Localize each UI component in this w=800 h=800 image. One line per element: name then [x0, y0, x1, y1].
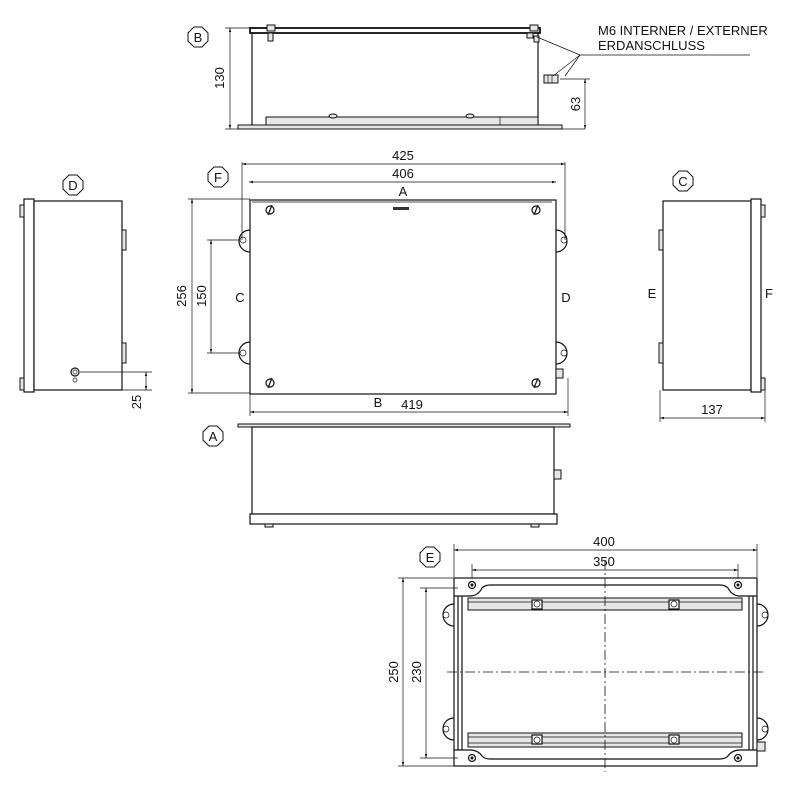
brand-logo [393, 207, 409, 210]
view-b-label: B [187, 26, 209, 48]
side-letter-b: B [374, 395, 383, 410]
svg-text:C: C [678, 174, 687, 189]
view-e-label: E [419, 546, 441, 568]
view-d: D 25 [19, 174, 152, 409]
dim-130: 130 [212, 67, 227, 89]
view-c: C E F 137 [648, 170, 773, 422]
dim-406: 406 [392, 166, 414, 181]
view-c-label: C [672, 170, 694, 192]
side-letter-d: D [561, 290, 570, 305]
dim-425: 425 [392, 148, 414, 163]
dim-419: 419 [401, 397, 423, 412]
side-letter-c: C [235, 290, 244, 305]
dim-256: 256 [174, 285, 189, 307]
view-a: A [202, 423, 571, 528]
view-a-label: A [202, 425, 224, 447]
view-f-label: F [207, 166, 229, 188]
dim-250: 250 [386, 661, 401, 683]
dim-25: 25 [129, 395, 144, 409]
screw-icon [531, 204, 541, 216]
screw-icon [265, 204, 275, 216]
view-e: E 400 350 [386, 534, 769, 772]
side-letter-f: F [765, 286, 773, 301]
view-d-label: D [62, 174, 84, 196]
view-f: F 425 406 A C D [174, 148, 571, 416]
annotation-line1: M6 INTERNER / EXTERNER [598, 23, 768, 38]
side-letter-e: E [648, 286, 657, 301]
dim-150: 150 [194, 285, 209, 307]
dim-400: 400 [593, 534, 615, 549]
dim-63: 63 [568, 97, 583, 111]
dim-137: 137 [701, 402, 723, 417]
screw-icon [531, 377, 541, 389]
side-letter-a: A [399, 184, 408, 199]
svg-text:A: A [209, 429, 218, 444]
dim-230: 230 [409, 661, 424, 683]
svg-text:D: D [68, 178, 77, 193]
svg-text:F: F [214, 170, 222, 185]
dim-350: 350 [593, 554, 615, 569]
svg-text:B: B [194, 30, 203, 45]
annotation-line2: ERDANSCHLUSS [598, 38, 705, 53]
svg-text:E: E [426, 550, 435, 565]
screw-icon [265, 377, 275, 389]
view-b: B M6 INTERNER / EXTERNER ERDANSCHLUSS [187, 23, 768, 130]
